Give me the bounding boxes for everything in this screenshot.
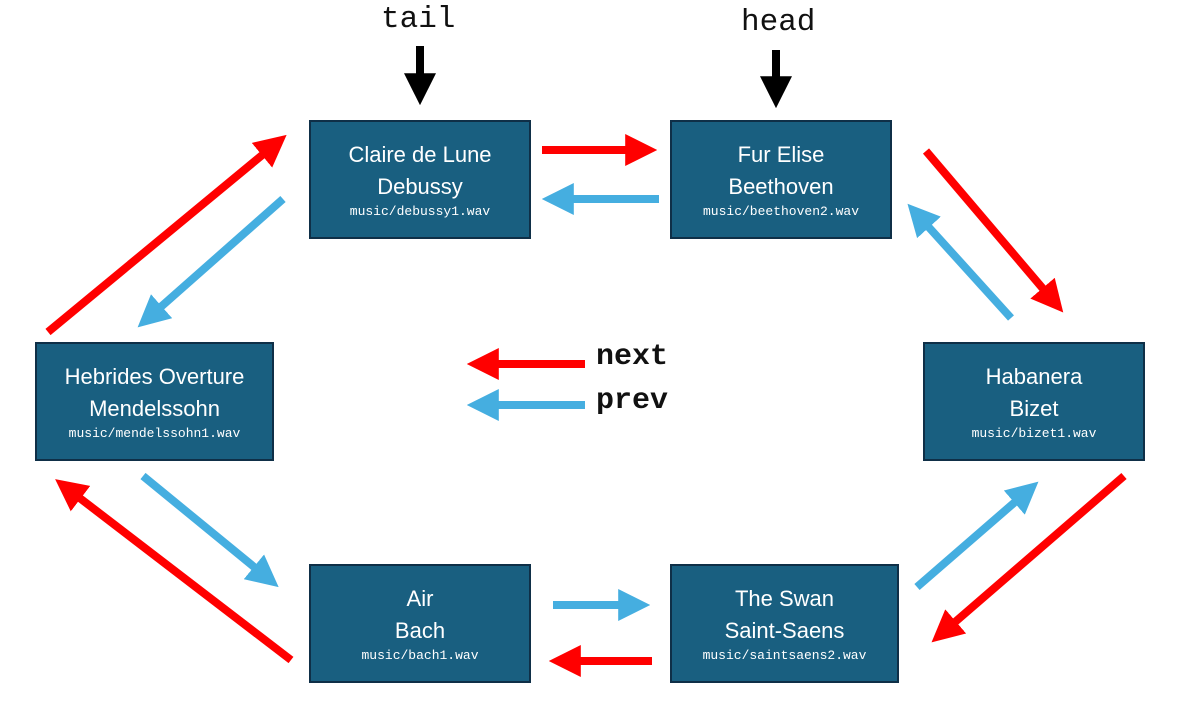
node-file: music/saintsaens2.wav — [702, 647, 867, 663]
node-saintsaens: The Swan Saint-Saens music/saintsaens2.w… — [670, 564, 899, 683]
node-composer: Bizet — [1009, 395, 1059, 421]
prev-arrow-debussy-to-mendelssohn — [137, 196, 286, 328]
node-composer: Debussy — [377, 173, 463, 199]
node-file: music/bach1.wav — [361, 647, 479, 663]
prev-arrow-saintsaens-to-bizet — [914, 481, 1039, 591]
node-title: Air — [406, 585, 434, 611]
node-title: Habanera — [985, 363, 1083, 389]
node-composer: Bach — [394, 617, 446, 643]
node-composer: Mendelssohn — [89, 395, 220, 421]
node-composer: Beethoven — [728, 173, 834, 199]
next-arrow-bizet-to-saintsaens — [931, 472, 1127, 643]
node-mendelssohn: Hebrides Overture Mendelssohn music/mend… — [35, 342, 274, 461]
next-arrow-mendelssohn-to-debussy — [45, 134, 287, 336]
node-bizet: Habanera Bizet music/bizet1.wav — [923, 342, 1145, 461]
node-file: music/beethoven2.wav — [702, 203, 860, 219]
next-arrow-beethoven-to-bizet — [922, 148, 1064, 313]
next-arrow-bach-to-mendelssohn — [55, 479, 294, 664]
node-file: music/debussy1.wav — [349, 203, 491, 219]
node-file: music/bizet1.wav — [971, 425, 1097, 441]
node-title: Hebrides Overture — [64, 363, 245, 389]
node-bach: Air Bach music/bach1.wav — [309, 564, 531, 683]
node-title: The Swan — [734, 585, 835, 611]
legend-prev-label: prev — [596, 384, 669, 418]
legend-next-label: next — [596, 340, 669, 374]
node-title: Fur Elise — [737, 141, 825, 167]
head-label: head — [741, 5, 816, 40]
node-beethoven: Fur Elise Beethoven music/beethoven2.wav — [670, 120, 892, 239]
tail-label: tail — [381, 2, 456, 37]
node-file: music/mendelssohn1.wav — [68, 425, 241, 441]
node-title: Claire de Lune — [348, 141, 492, 167]
prev-arrow-mendelssohn-to-bach — [140, 472, 279, 588]
node-composer: Saint-Saens — [724, 617, 845, 643]
node-debussy: Claire de Lune Debussy music/debussy1.wa… — [309, 120, 531, 239]
prev-arrow-bizet-to-beethoven — [907, 203, 1014, 321]
